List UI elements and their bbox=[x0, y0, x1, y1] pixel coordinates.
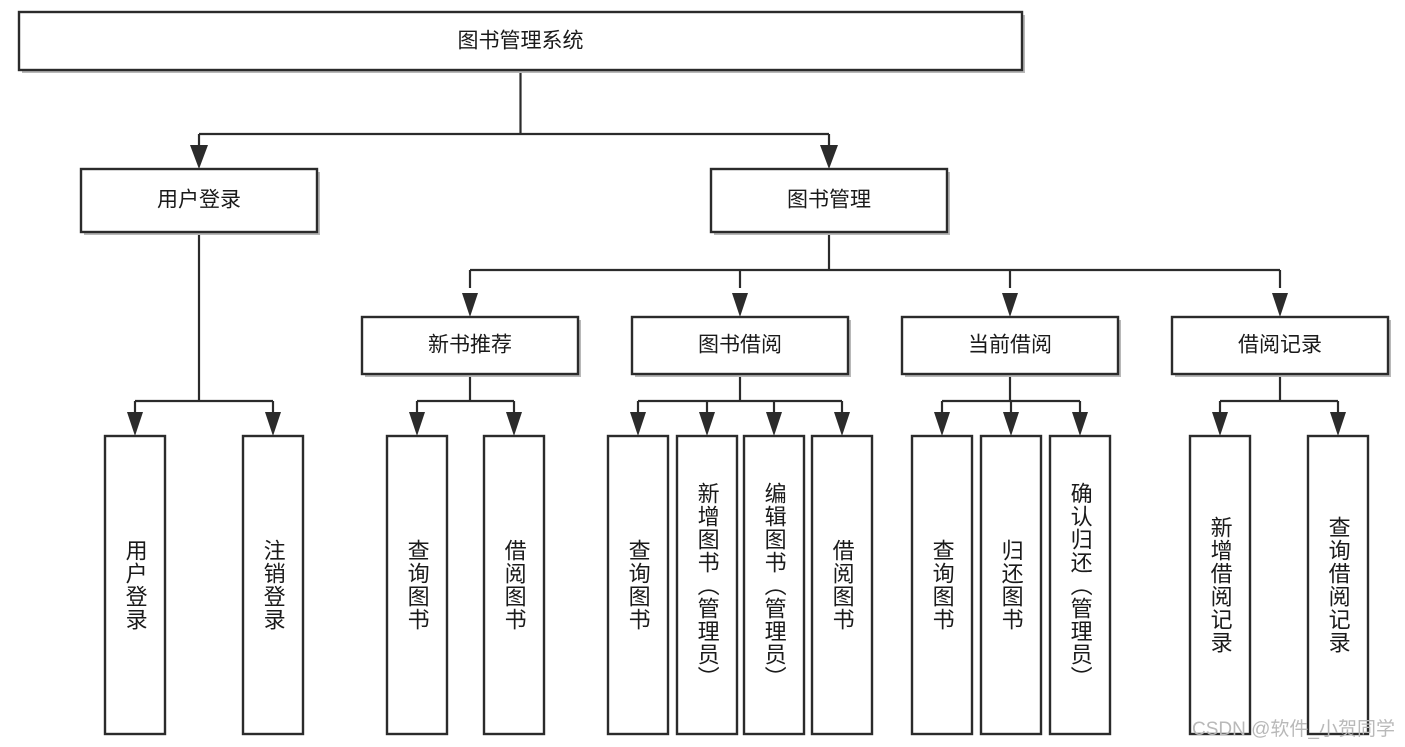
leaf-box-borrow-book-2[interactable] bbox=[810, 434, 874, 736]
node-layer: 图书管理系统 用户登录 图书管理 新书推荐 图书 bbox=[17, 10, 1391, 736]
leaf-box-query-book-1[interactable] bbox=[385, 434, 449, 736]
node-root[interactable]: 图书管理系统 bbox=[17, 10, 1025, 73]
arrow-to-book-borrow bbox=[732, 293, 748, 317]
node-user-login-label: 用户登录 bbox=[157, 189, 241, 212]
leaf-box-edit-book[interactable] bbox=[742, 434, 806, 736]
node-current-borrow[interactable]: 当前借阅 bbox=[900, 315, 1121, 377]
arrow-bb-leaf-4 bbox=[834, 412, 850, 436]
leaf-box-query-book-3[interactable] bbox=[910, 434, 974, 736]
arrow-cb-leaf-2 bbox=[1003, 412, 1019, 436]
node-book-borrow-label: 图书借阅 bbox=[698, 334, 782, 357]
arrow-to-leaf-user-login bbox=[127, 412, 143, 436]
leaf-box-query-record[interactable] bbox=[1306, 434, 1370, 736]
connector-layer bbox=[127, 70, 1346, 436]
arrow-root-to-user-login bbox=[190, 145, 208, 169]
arrow-bb-leaf-2 bbox=[699, 412, 715, 436]
node-book-management[interactable]: 图书管理 bbox=[709, 167, 950, 235]
leaf-box-borrow-book-1[interactable] bbox=[482, 434, 546, 736]
arrow-bb-leaf-3 bbox=[766, 412, 782, 436]
leaf-box-add-book[interactable] bbox=[675, 434, 739, 736]
node-borrow-record-label: 借阅记录 bbox=[1238, 334, 1322, 357]
arrow-nbr-leaf-1 bbox=[409, 412, 425, 436]
arrow-br-leaf-2 bbox=[1330, 412, 1346, 436]
node-new-book-recommend[interactable]: 新书推荐 bbox=[360, 315, 581, 377]
arrow-root-to-book-mgmt bbox=[820, 145, 838, 169]
csdn-watermark: CSDN @软件_小贺同学 bbox=[1192, 719, 1395, 740]
arrow-to-new-book-rec bbox=[462, 293, 478, 317]
arrow-to-leaf-logout bbox=[265, 412, 281, 436]
leaf-box-query-book-2[interactable] bbox=[606, 434, 670, 736]
node-book-management-label: 图书管理 bbox=[787, 189, 871, 212]
leaf-box-logout[interactable] bbox=[241, 434, 305, 736]
arrow-to-current-borrow bbox=[1002, 293, 1018, 317]
arrow-bb-leaf-1 bbox=[630, 412, 646, 436]
leaf-box-layer bbox=[103, 434, 1370, 736]
arrow-to-borrow-record bbox=[1272, 293, 1288, 317]
node-root-label: 图书管理系统 bbox=[458, 30, 584, 53]
arrow-cb-leaf-3 bbox=[1072, 412, 1088, 436]
node-user-login[interactable]: 用户登录 bbox=[79, 167, 320, 235]
leaf-box-return-book[interactable] bbox=[979, 434, 1043, 736]
node-borrow-record[interactable]: 借阅记录 bbox=[1170, 315, 1391, 377]
node-current-borrow-label: 当前借阅 bbox=[968, 334, 1052, 357]
leaf-box-user-login[interactable] bbox=[103, 434, 167, 736]
arrow-br-leaf-1 bbox=[1212, 412, 1228, 436]
leaf-box-add-record[interactable] bbox=[1188, 434, 1252, 736]
node-new-book-recommend-label: 新书推荐 bbox=[428, 334, 512, 357]
arrow-nbr-leaf-2 bbox=[506, 412, 522, 436]
arrow-cb-leaf-1 bbox=[934, 412, 950, 436]
leaf-box-confirm-return[interactable] bbox=[1048, 434, 1112, 736]
node-book-borrow[interactable]: 图书借阅 bbox=[630, 315, 851, 377]
